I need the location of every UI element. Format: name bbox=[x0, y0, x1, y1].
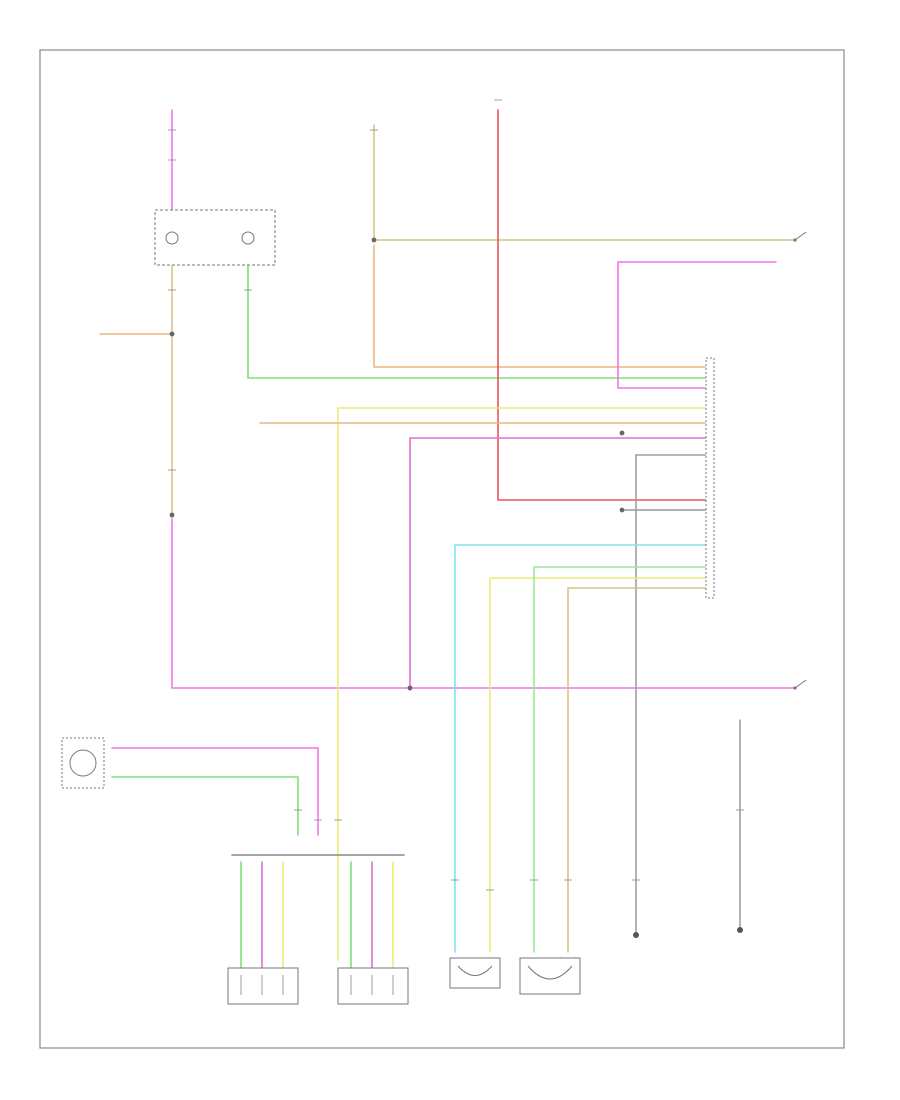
steering-angle-sensor bbox=[61, 737, 105, 789]
ground-right-icon bbox=[737, 927, 743, 933]
wire-cyan-lf bbox=[454, 544, 713, 953]
wire-green-wheel bbox=[111, 776, 299, 836]
brake-switch-top-icon bbox=[793, 231, 807, 242]
splice-dot bbox=[169, 512, 175, 518]
sensor-icon bbox=[69, 749, 97, 777]
wire-pink-brake bbox=[617, 261, 777, 389]
wheel-sensor-icon bbox=[527, 965, 573, 980]
wire-tan-orange bbox=[373, 244, 713, 368]
rf-wheel-speed-sensor bbox=[519, 957, 581, 995]
connector-ticks bbox=[168, 99, 744, 891]
brake-switch-bottom-icon bbox=[793, 679, 807, 690]
ground-left-icon bbox=[633, 932, 639, 938]
abs-module-connector bbox=[705, 357, 715, 599]
wire-yellow-lf bbox=[489, 577, 713, 953]
wire-left-trunk-lower bbox=[171, 519, 796, 689]
lf-wheel-speed-sensor bbox=[449, 957, 501, 989]
splice-dot bbox=[169, 331, 175, 337]
splice-dot bbox=[407, 685, 413, 691]
wire-yellow-tcm bbox=[337, 407, 713, 961]
wire-green-relay bbox=[247, 264, 713, 379]
relay-1-icon bbox=[165, 231, 179, 245]
splice-dot bbox=[619, 507, 625, 513]
splice-dot bbox=[371, 237, 377, 243]
wire-pink-wheel bbox=[111, 747, 319, 836]
fuse-relay-block bbox=[154, 209, 276, 266]
wheel-sensor-icon bbox=[457, 965, 493, 976]
diagram-frame bbox=[39, 49, 845, 1049]
wire-red-battery bbox=[497, 109, 713, 501]
tcm-module bbox=[337, 967, 409, 1005]
wire-tan-rf bbox=[567, 587, 713, 953]
wire-gray-ground bbox=[635, 454, 713, 936]
wire-group bbox=[99, 109, 796, 969]
wire-pink-serial bbox=[409, 437, 713, 691]
ecm-module bbox=[227, 967, 299, 1005]
wire-tan-feed bbox=[373, 124, 796, 241]
wire-green-rf bbox=[533, 566, 713, 953]
relay-2-icon bbox=[241, 231, 255, 245]
splice-dot bbox=[619, 430, 625, 436]
